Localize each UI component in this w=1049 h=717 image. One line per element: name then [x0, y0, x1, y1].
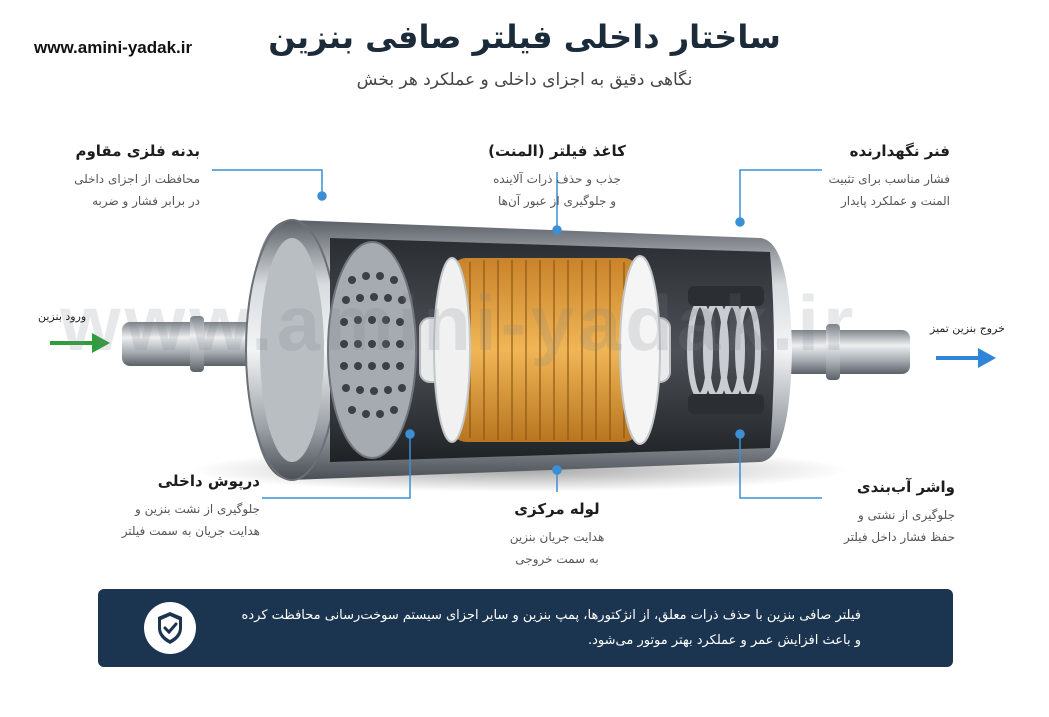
label-seal-title: واشر آب‌بندی [856, 478, 955, 496]
label-spring: فنر نگهدارنده فشار مناسب برای تثبیت المن… [790, 142, 950, 212]
banner-line-2: و باعث افزایش عمر و عملکرد بهتر موتور می… [587, 633, 861, 648]
label-tube-desc-1: هدایت جریان بنزین [509, 530, 605, 544]
label-tube-title: لوله مرکزی [514, 500, 600, 518]
label-cap-desc-2: هدایت جریان به سمت فیلتر [121, 524, 260, 538]
label-paper-title: کاغذ فیلتر (المنت) [488, 142, 626, 160]
inlet-label: ورود بنزین [38, 310, 87, 323]
label-cap-title: درپوش داخلی [157, 472, 260, 490]
seal-ring [688, 286, 764, 306]
site-url[interactable]: www.amini-yadak.ir [34, 38, 193, 57]
shield-check-icon [144, 602, 196, 654]
label-spring-desc-2: المنت و عملکرد پایدار [841, 194, 950, 208]
page-subtitle: نگاهی دقیق به اجزای داخلی و عملکرد هر بخ… [356, 70, 693, 90]
label-seal: واشر آب‌بندی جلوگیری از نشتی و حفظ فشار … [790, 478, 955, 548]
label-seal-desc-2: حفظ فشار داخل فیلتر [844, 530, 955, 544]
page-title: ساختار داخلی فیلتر صافی بنزین [268, 18, 781, 56]
label-cap: درپوش داخلی جلوگیری از نشت بنزین و هدایت… [90, 472, 260, 542]
label-body-desc-2: در برابر فشار و ضربه [92, 194, 200, 208]
label-spring-title: فنر نگهدارنده [849, 142, 950, 160]
banner-text: فیلتر صافی بنزین با حذف ذرات معلق، از ان… [218, 603, 861, 653]
label-tube-desc-2: به سمت خروجی [515, 552, 599, 566]
banner-line-1: فیلتر صافی بنزین با حذف ذرات معلق، از ان… [241, 608, 861, 623]
watermark: www.amini-yadak.ir [60, 279, 858, 367]
label-paper-desc-1: جذب و حذف ذرات آلاینده [493, 172, 621, 186]
label-spring-desc-1: فشار مناسب برای تثبیت [828, 172, 950, 186]
info-banner: فیلتر صافی بنزین با حذف ذرات معلق، از ان… [98, 589, 953, 667]
label-seal-desc-1: جلوگیری از نشتی و [858, 508, 955, 522]
label-cap-desc-1: جلوگیری از نشت بنزین و [134, 502, 260, 516]
inlet-arrow [50, 333, 110, 353]
label-paper: کاغذ فیلتر (المنت) جذب و حذف ذرات آلایند… [457, 142, 657, 212]
label-body-title: بدنه فلزی مقاوم [75, 142, 200, 160]
perforated-cap [327, 241, 417, 459]
leader-lines [212, 169, 822, 499]
label-paper-desc-2: و جلوگیری از عبور آن‌ها [497, 194, 617, 208]
label-body-desc-1: محافظت از اجزای داخلی [74, 172, 200, 186]
outlet-arrow [936, 348, 996, 368]
label-body: بدنه فلزی مقاوم محافظت از اجزای داخلی در… [50, 142, 200, 212]
outlet-label: خروج بنزین تمیز [930, 322, 1005, 335]
label-tube: لوله مرکزی هدایت جریان بنزین به سمت خروج… [477, 500, 637, 570]
